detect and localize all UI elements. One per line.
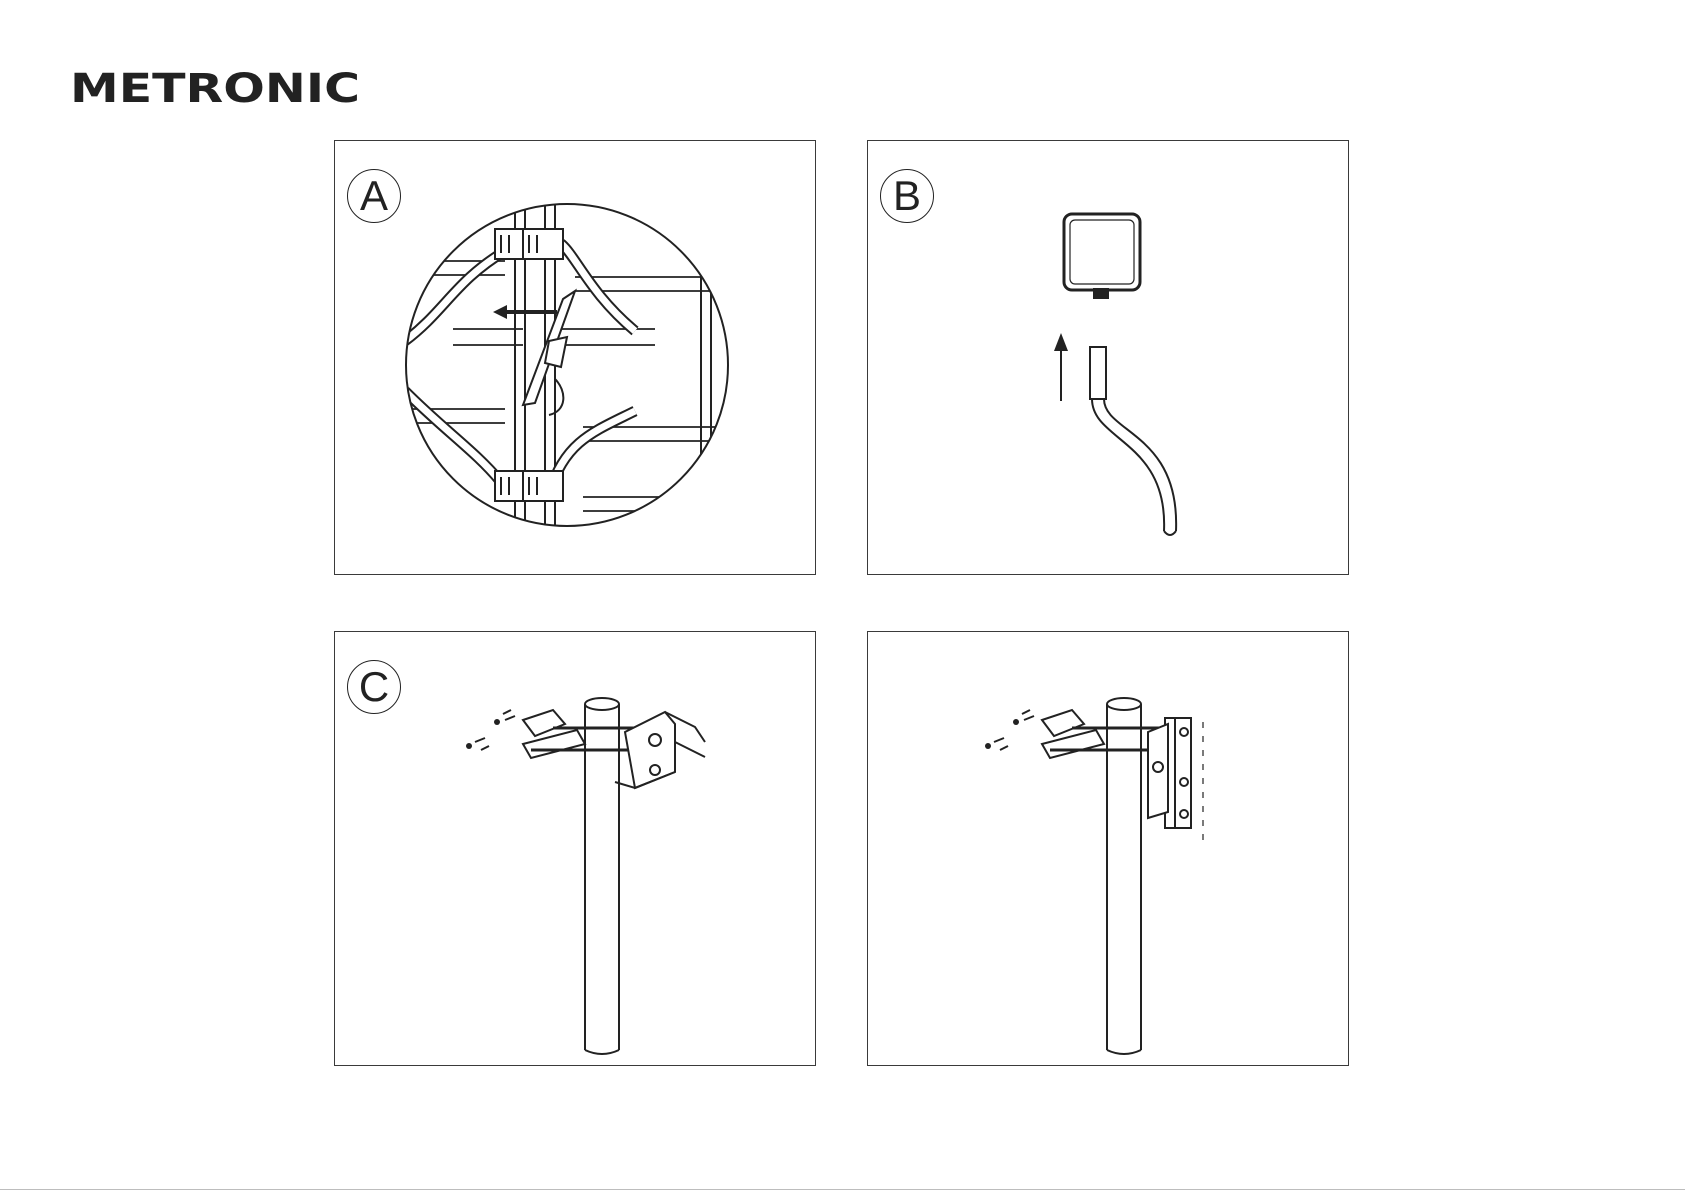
- cable-connection-illustration: [868, 141, 1350, 576]
- step-c-panel: C: [334, 631, 816, 1066]
- step-a-panel: A: [334, 140, 816, 575]
- brand-name: METRONIC: [70, 66, 360, 108]
- step-b-panel: B: [867, 140, 1349, 575]
- footer-rule: [0, 1189, 1685, 1190]
- metronic-logo: METRONIC: [70, 66, 362, 108]
- antenna-detail-illustration: [335, 141, 817, 576]
- step-d-panel: [867, 631, 1349, 1066]
- mast-mount-assembled-illustration: [868, 632, 1350, 1067]
- mast-mount-exploded-illustration: [335, 632, 817, 1067]
